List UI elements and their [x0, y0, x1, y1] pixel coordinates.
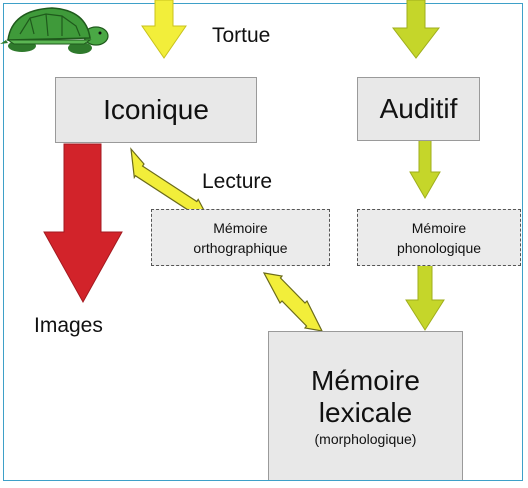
label-images: Images: [34, 314, 103, 337]
box-memoire-lexicale: Mémoire lexicale (morphologique): [268, 331, 463, 480]
box-memoire-orthographique: Mémoire orthographique: [151, 209, 330, 266]
arrow-to-images: [43, 143, 123, 304]
mem-ortho-line2: orthographique: [193, 239, 288, 256]
arrow-to-auditif: [391, 0, 441, 59]
box-iconique-label: Iconique: [103, 94, 209, 125]
box-auditif-label: Auditif: [379, 93, 458, 124]
label-lecture: Lecture: [202, 170, 273, 193]
box-iconique: Iconique: [55, 77, 257, 143]
lecture-double-arrow: [130, 147, 209, 217]
box-auditif: Auditif: [357, 77, 480, 141]
mem-phono-line2: phonologique: [396, 239, 482, 256]
arrow-phono-to-lexicale: [405, 264, 445, 331]
label-tortue: Tortue: [212, 24, 271, 47]
turtle-icon: [0, 7, 109, 54]
arrow-auditif-to-phono: [409, 139, 441, 200]
box-memoire-phonologique: Mémoire phonologique: [357, 209, 521, 266]
arrow-to-iconique: [141, 0, 187, 59]
mem-lex-line2: lexicale: [318, 396, 413, 428]
mem-lex-line3: (morphologique): [314, 431, 417, 448]
ortho-lexicale-double-arrow: [262, 272, 324, 332]
mem-lex-line1: Mémoire: [311, 364, 420, 396]
mem-ortho-line1: Mémoire: [213, 219, 268, 236]
mem-phono-line1: Mémoire: [411, 219, 467, 236]
